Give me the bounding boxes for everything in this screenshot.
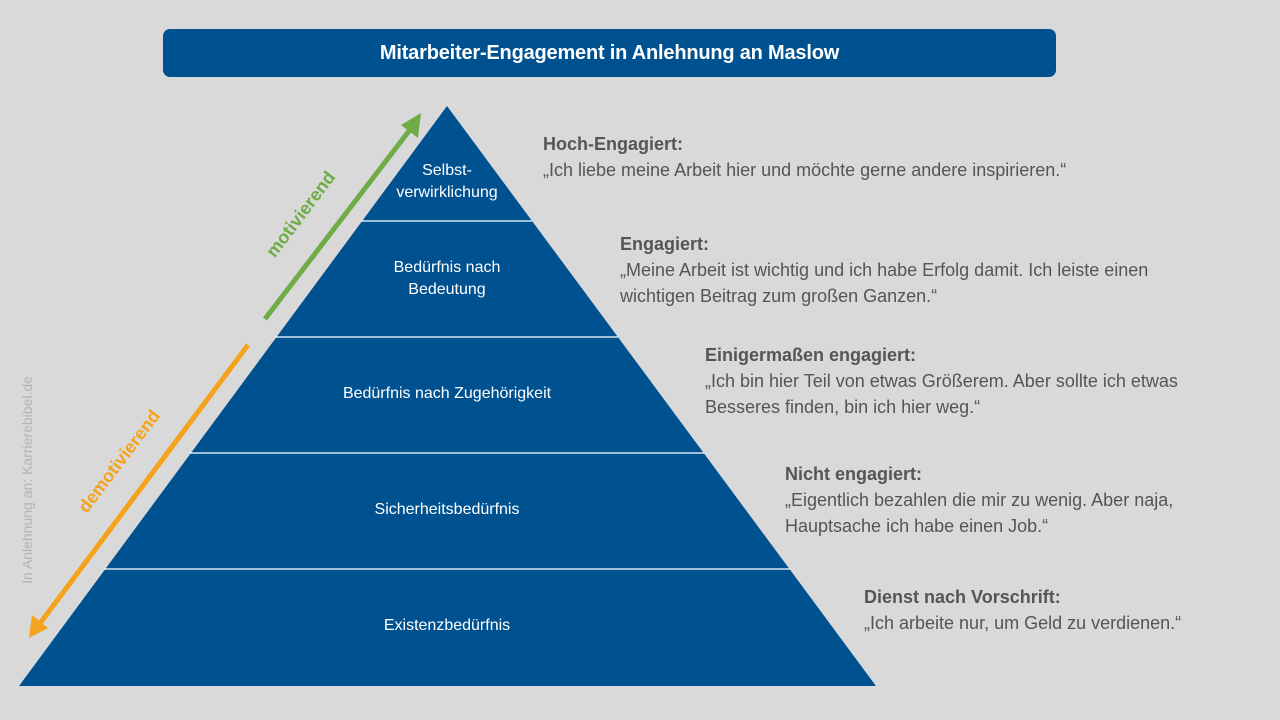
quote-block-highly-engaged: Hoch-Engagiert: „Ich liebe meine Arbeit … [543, 131, 1066, 183]
page-title: Mitarbeiter-Engagement in Anlehnung an M… [379, 41, 840, 64]
demotivating-arrow-line [35, 343, 251, 628]
motivating-arrow-line [263, 125, 414, 321]
level-label-self-actualization: Selbst- verwirklichung [396, 162, 498, 201]
level-dividers [104, 220, 790, 570]
pyramid-shape [19, 106, 876, 686]
motivating-arrow [263, 113, 421, 321]
quote-heading: Einigermaßen engagiert: [705, 345, 917, 365]
quote-text: „Eigentlich bezahlen die mir zu wenig. A… [785, 490, 1174, 536]
quote-heading: Dienst nach Vorschrift: [864, 587, 1061, 607]
quote-text: „Ich arbeite nur, um Geld zu verdienen.“ [864, 613, 1182, 633]
quote-text: „Ich liebe meine Arbeit hier und möchte … [543, 160, 1067, 180]
quote-text: „Meine Arbeit ist wichtig und ich habe E… [620, 260, 1149, 306]
title-bar: Mitarbeiter-Engagement in Anlehnung an M… [163, 29, 1056, 77]
quote-heading: Hoch-Engagiert: [543, 134, 684, 154]
quote-heading: Nicht engagiert: [785, 464, 923, 484]
quote-block-engaged: Engagiert: „Meine Arbeit ist wichtig und… [620, 231, 1148, 309]
level-label-meaning: Bedürfnis nach Bedeutung [393, 259, 501, 298]
motivating-arrow-head [401, 113, 421, 138]
quote-block-somewhat-engaged: Einigermaßen engagiert: „Ich bin hier Te… [705, 342, 1178, 420]
quote-heading: Engagiert: [620, 234, 710, 254]
level-label-existence: Existenzbedürfnis [383, 617, 511, 634]
level-label-safety: Sicherheitsbedürfnis [374, 501, 520, 518]
source-credit: In Anlehnung an: Karrierebibel.de [19, 376, 35, 584]
level-label-belonging: Bedürfnis nach Zugehörigkeit [342, 385, 552, 402]
demotivating-arrow-head [29, 615, 48, 638]
quote-block-not-engaged: Nicht engagiert: „Eigentlich bezahlen di… [785, 461, 1173, 539]
quote-block-by-the-book: Dienst nach Vorschrift: „Ich arbeite nur… [864, 584, 1181, 636]
demotivating-arrow [29, 343, 251, 638]
quote-text: „Ich bin hier Teil von etwas Größerem. A… [705, 371, 1178, 417]
